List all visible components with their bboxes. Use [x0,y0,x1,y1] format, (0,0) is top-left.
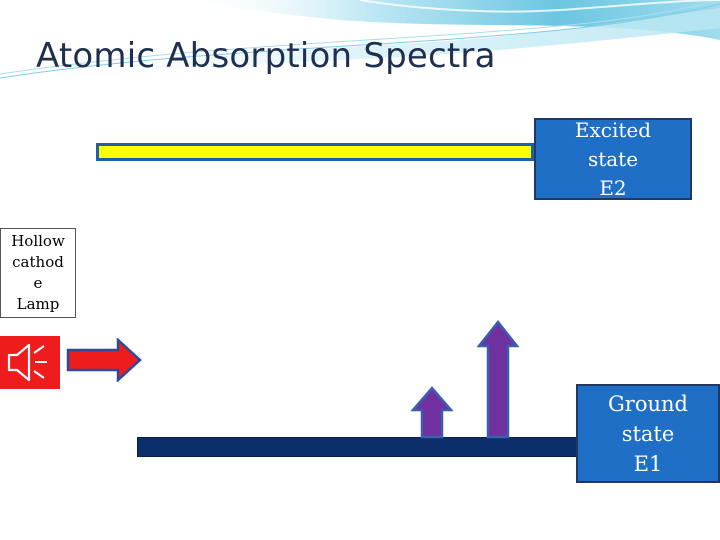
right-arrow-icon [66,338,142,382]
ground-state-label: Ground state E1 [608,389,688,479]
lamp-label: Hollow cathod e Lamp [11,231,65,315]
ground-state-label-box: Ground state E1 [576,384,720,483]
lamp-label-box: Hollow cathod e Lamp [0,228,76,318]
excited-state-label: Excited state E2 [575,116,651,203]
up-arrow-icon [479,322,517,437]
up-arrow-icon [413,388,451,437]
excited-state-level-bar [96,143,534,161]
slide-title: Atomic Absorption Spectra [36,36,496,76]
ground-state-level-bar [137,437,577,457]
excited-state-label-box: Excited state E2 [534,118,692,200]
speaker-icon[interactable] [0,336,60,389]
